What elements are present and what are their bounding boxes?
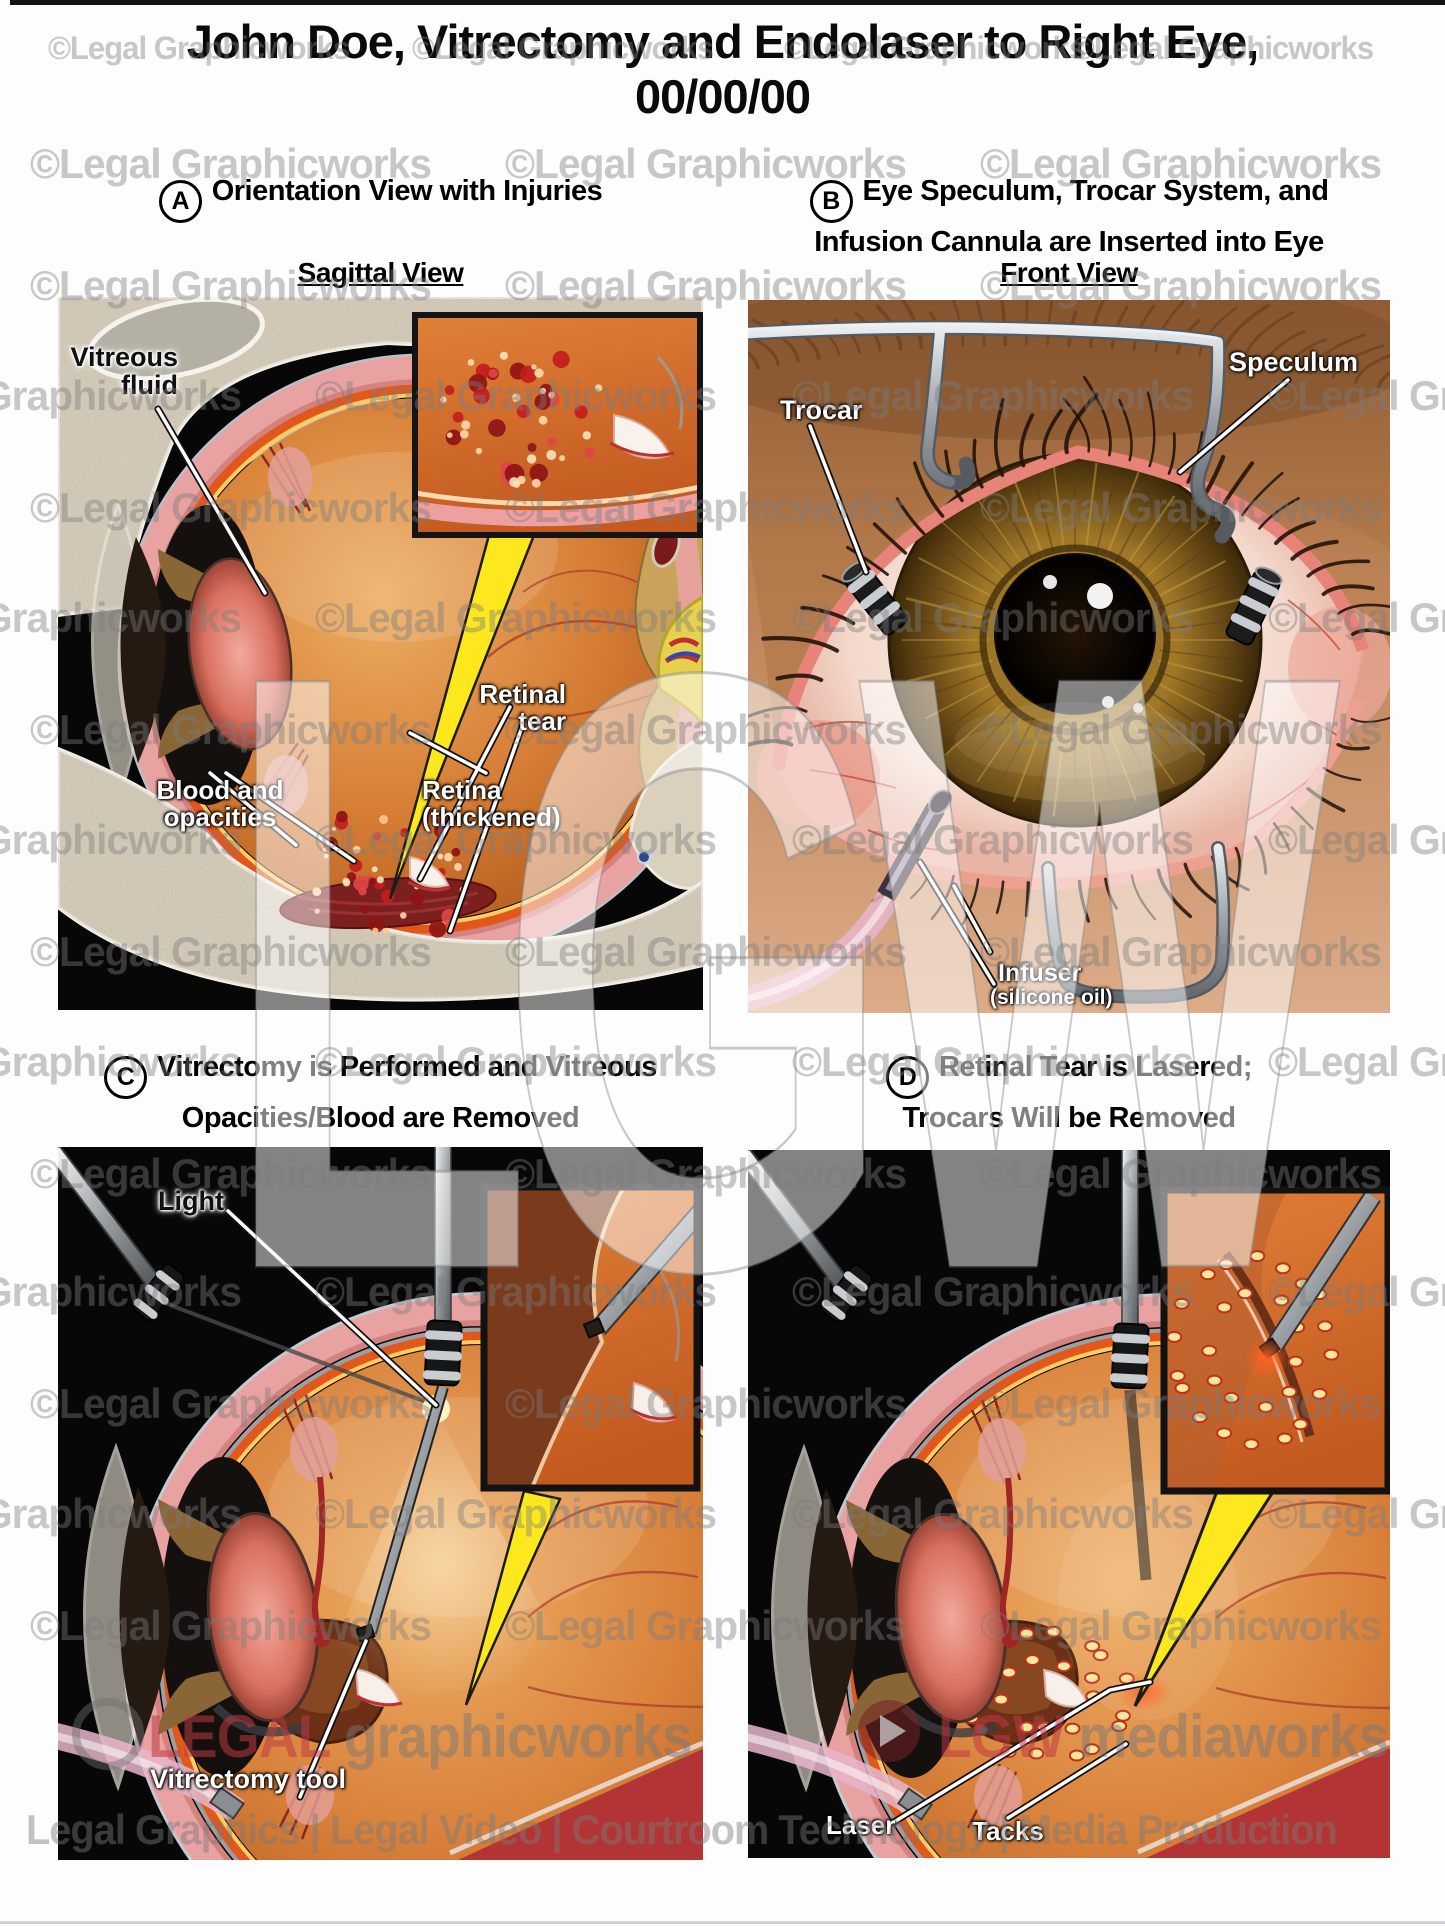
sinus-cavity	[87, 297, 265, 382]
panel-d-heading-line1: Retinal Tear is Lasered;	[938, 1051, 1253, 1083]
anterior-segment	[91, 442, 312, 815]
page-title: John Doe, Vitrectomy and Endolaser to Ri…	[0, 14, 1445, 124]
pupil	[994, 553, 1156, 715]
panel-c-illustration	[58, 1147, 703, 1860]
panel-c-vitrectomy-view: Light Vitrectomy tool	[58, 1147, 703, 1860]
muscle-band	[458, 1749, 703, 1860]
infusion-cannula	[748, 789, 952, 1011]
page-title-line1: John Doe, Vitrectomy and Endolaser to Ri…	[186, 15, 1260, 68]
light-pipe	[748, 1150, 873, 1323]
label-vitrectomy-tool: Vitrectomy tool	[150, 1764, 347, 1794]
panel-b-heading-line1: Eye Speculum, Trocar System, and	[862, 175, 1329, 207]
label-laser: Laser	[826, 1810, 896, 1840]
panel-b-heading: B Eye Speculum, Trocar System, and Infusi…	[748, 172, 1390, 261]
speculum-wire	[748, 320, 1236, 1004]
label-trocar: Trocar	[780, 395, 863, 425]
orbital-fat	[656, 595, 703, 726]
pointer-lines	[890, 1678, 1154, 1826]
label-blood-opacities: Blood and opacities	[156, 775, 284, 833]
label-infuser-sub: (silicone oil)	[990, 986, 1113, 1009]
panel-b-illustration	[748, 300, 1390, 1013]
label-infuser: Infuser	[998, 959, 1082, 987]
panel-d-inset	[1164, 1190, 1388, 1491]
label-retinal-tear: Retinal tear	[479, 679, 566, 737]
panel-d-heading: D Retinal Tear is Lasered; Trocars Will b…	[748, 1048, 1390, 1137]
panel-a-heading: A Orientation View with Injuries	[58, 172, 703, 223]
trocar-left	[841, 560, 908, 636]
panel-b-view-caption: Front View	[1000, 257, 1138, 288]
lens	[187, 557, 293, 751]
panel-d-laser-view: Laser Tacks	[748, 1150, 1390, 1858]
pointer-lines	[806, 376, 1292, 988]
label-light: Light	[158, 1186, 224, 1216]
blood-drip	[311, 1476, 326, 1635]
panel-b-letter-badge: B	[809, 179, 853, 223]
label-vitreous-fluid: Vitreous fluid	[70, 342, 178, 401]
panel-d-heading-line2: Trocars Will be Removed	[902, 1101, 1236, 1134]
page-bottom-rule	[0, 1921, 1445, 1924]
muscle-band	[1146, 1748, 1390, 1858]
panel-a-sagittal-view: Vitreous fluid Retinal tear Blood and op…	[58, 297, 703, 1010]
laser-probe	[1058, 1150, 1238, 1720]
panel-c-inset	[484, 1187, 697, 1488]
panel-a-letter-badge: A	[158, 179, 202, 223]
panel-a-inset	[415, 315, 700, 535]
vitrectomy-tool	[355, 1147, 464, 1643]
panel-b-heading-line2: Infusion Cannula are Inserted into Eye	[814, 225, 1324, 258]
panel-c-letter-badge: C	[104, 1055, 148, 1099]
page-title-line2: 00/00/00	[635, 70, 811, 123]
panel-c-heading-line1: Vitrectomy is Performed and Vitreous	[157, 1051, 657, 1083]
label-speculum: Speculum	[1228, 347, 1358, 377]
panel-a-view-caption: Sagittal View	[297, 257, 464, 288]
upper-lid-margin	[771, 445, 1370, 771]
pointer-lines	[154, 405, 526, 935]
panel-b-front-view: Trocar Speculum Infuser (silicone oil)	[748, 300, 1390, 1013]
iris-texture	[901, 462, 1253, 820]
inset-blood-cluster	[440, 350, 603, 488]
label-tacks: Tacks	[972, 1816, 1044, 1846]
label-retina-thickened: Retina (thickened)	[422, 775, 561, 833]
corneal-highlight	[1087, 583, 1113, 609]
page-top-rule	[10, 0, 1445, 5]
conjunctival-vessels	[802, 599, 1353, 851]
panel-c-heading-line2: Opacities/Blood are Removed	[181, 1101, 580, 1134]
lower-lid-margin	[886, 697, 1366, 890]
panel-a-illustration	[58, 297, 703, 1010]
panel-d-letter-badge: D	[885, 1055, 929, 1099]
panel-d-illustration	[748, 1150, 1390, 1858]
trocar-right	[1225, 566, 1283, 646]
pointer-lines	[224, 1207, 440, 1801]
inset-callout-beam	[464, 1489, 562, 1706]
anterior-segment	[83, 1394, 338, 1840]
panel-a-heading-text: Orientation View with Injuries	[211, 175, 603, 207]
panel-c-heading: C Vitrectomy is Performed and Vitreous Op…	[58, 1048, 703, 1137]
